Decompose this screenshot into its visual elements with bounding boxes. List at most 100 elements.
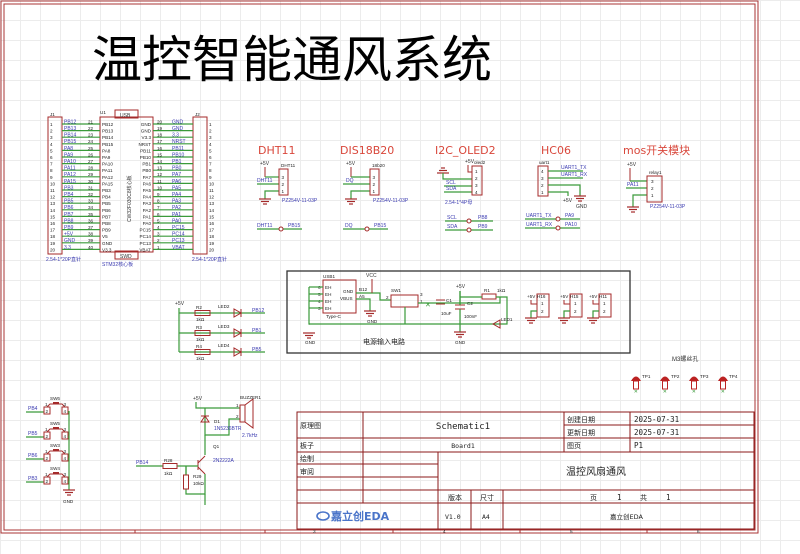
buzzer-icon[interactable]: [239, 404, 246, 423]
j2-net-label: GND: [172, 119, 184, 125]
dht11-connector[interactable]: [278, 168, 289, 196]
ground-label: GND: [305, 340, 316, 345]
page-title: 温控智能通风系统: [92, 31, 492, 89]
u1-pin-name: PA10: [102, 162, 113, 167]
schematic-label: 原理图: [300, 422, 321, 430]
j2-pin-number: 7: [209, 162, 212, 167]
ref-label: uart1: [539, 160, 550, 165]
j2-net-label: PA7: [172, 172, 181, 178]
company-name: 嘉立创EDA: [610, 512, 643, 521]
j2-pin-number: 3: [209, 135, 212, 140]
power-input-circuit[interactable]: 电源输入电路 USB1 Type-C 6 5 4 3 EH EH EH EH G…: [286, 270, 631, 354]
resistor-r1[interactable]: [481, 293, 497, 300]
u1-pin-name: PA0: [143, 221, 152, 226]
wire: [530, 310, 537, 318]
u1-pin-number: 5: [157, 218, 160, 223]
ref-label: Q1: [213, 444, 220, 449]
oled-module[interactable]: I2C_OLED2 +5V oled2 1 2 3 4 SCL SDA 2.54…: [435, 144, 496, 233]
u1-pin-number: 33: [88, 199, 94, 204]
j1-net-label: PB12: [64, 119, 76, 125]
hc06-connector[interactable]: [537, 165, 549, 197]
ruler-label: 3: [313, 529, 316, 534]
j2-ref: J2: [195, 112, 200, 117]
mcu-block[interactable]: USB SWD U1 J1 J2 CW32F030C8核心板 2.54-1*20…: [46, 109, 227, 268]
footprint-label: PZ254V-11-03P: [282, 198, 318, 204]
page-label: 页: [590, 494, 597, 502]
j2-net-label: VBAT: [172, 245, 185, 251]
hc06-module[interactable]: HC06 uart1 4 3 2 1 UART1_TX UART1_RX +5V…: [525, 144, 588, 231]
pin-number: 2: [46, 434, 49, 439]
ref-label: 18b20: [372, 163, 385, 168]
u1-pin-number: 21: [88, 119, 94, 124]
buzzer-circuit[interactable]: +5V D1 1N5236BTR BUZZER1 1 2 2.7kHz Q1 2…: [136, 395, 261, 505]
no-connect-icon: ✕: [721, 389, 725, 395]
mcu-u1[interactable]: [99, 116, 154, 253]
test-point[interactable]: ✕TP4: [718, 374, 738, 395]
power-label: +5V: [563, 198, 573, 204]
ground-label: GND: [576, 204, 588, 210]
u1-pin-name: PB6: [102, 208, 111, 213]
pin-number: 4: [64, 479, 67, 484]
j2-net-label: GND: [172, 126, 184, 132]
dht11-heading: DHT11: [258, 144, 295, 157]
resistor-icon[interactable]: [194, 349, 211, 355]
ds18b20-module[interactable]: DIS18B20 +5V 18b20 3 2 1 DQ PZ254V-11-03…: [340, 144, 409, 232]
resistor-icon[interactable]: [194, 330, 211, 336]
j1-pin-number: 1: [50, 122, 53, 127]
no-connect-icon: ✕: [634, 389, 638, 395]
ref-label: R1: [484, 288, 490, 293]
led-indicators[interactable]: +5V R21kΩLED2PB12R31kΩLED3PB1R41kΩLED4PB…: [175, 301, 265, 361]
u1-pin-number: 18: [157, 133, 163, 138]
mcu-name: CW32F030C8核心板: [126, 175, 133, 222]
u1-pin-name: PB4: [102, 195, 111, 200]
net-label: PB1: [252, 328, 262, 334]
u1-pin-number: 19: [157, 126, 163, 131]
net-label: PB5: [252, 347, 262, 353]
pin-number: 4: [64, 409, 67, 414]
header-j1[interactable]: [47, 116, 63, 255]
u1-pin-name: PB7: [102, 214, 111, 219]
buttons[interactable]: GND SW6PB41234SW5PB51234SW3PB61234SW4PB3…: [26, 396, 75, 504]
ref-label: C1: [446, 298, 452, 303]
resistor-icon[interactable]: [194, 310, 211, 316]
test-point[interactable]: ✕TP3: [689, 374, 709, 395]
u1-pin-number: 30: [88, 179, 94, 184]
mos-module[interactable]: mos开关模块 +5V relay1 3 2 1 PA11 PZ254V-11-…: [623, 143, 690, 213]
ruler-label: 6: [697, 529, 700, 534]
dht11-module[interactable]: DHT11 +5V DHT11 3 2 1 DHT11 PZ254V-11-03…: [257, 144, 318, 232]
resistor-r28[interactable]: [162, 463, 178, 469]
mos-connector[interactable]: [646, 175, 663, 203]
pin-number: 2: [46, 409, 49, 414]
j2-net-label: PB0: [172, 166, 182, 172]
test-point[interactable]: ✕TP2: [660, 374, 680, 395]
ground-icon: [303, 332, 315, 339]
switch-sw1[interactable]: [390, 294, 419, 308]
ds18b20-connector[interactable]: [369, 168, 380, 196]
created-label: 创建日期: [567, 415, 595, 424]
resistor-r29[interactable]: [183, 474, 189, 490]
ref-label: DHT11: [281, 163, 296, 168]
u1-pin-name: PA8: [102, 148, 111, 153]
net-label: SCL: [447, 215, 457, 221]
header-j2[interactable]: [192, 116, 208, 255]
part-label: Type-C: [326, 314, 341, 319]
sheet-label: 图页: [567, 442, 581, 450]
net-label: PB8: [478, 215, 488, 221]
oled-connector[interactable]: [471, 165, 483, 196]
test-point[interactable]: ✕TP1: [631, 374, 651, 395]
usb-type-c-connector[interactable]: [322, 279, 357, 314]
j1-pin-number: 8: [50, 168, 53, 173]
pin-number: 3: [651, 179, 654, 184]
ref-label: USB1: [323, 274, 335, 279]
